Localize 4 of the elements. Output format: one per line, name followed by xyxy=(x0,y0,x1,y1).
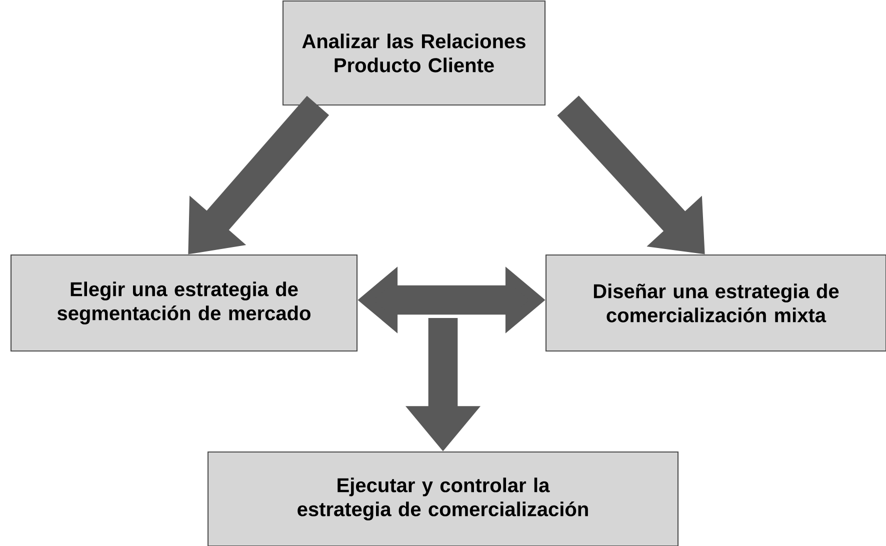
process-box: Elegir una estrategia de segmentación de mercado xyxy=(10,254,358,352)
process-box: Diseñar una estrategia de comercialización mixta xyxy=(545,254,886,352)
process-box: Ejecutar y controlar la estrategia de comercialización xyxy=(207,451,679,546)
process-box: Analizar las Relaciones Producto Cliente xyxy=(282,0,546,106)
